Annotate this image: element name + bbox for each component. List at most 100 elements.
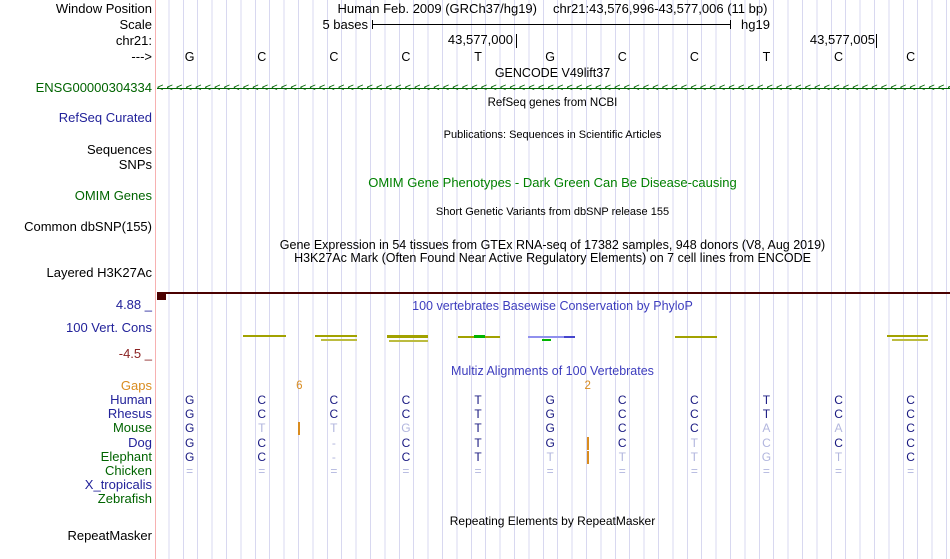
phylop-title[interactable]: 100 vertebrates Basewise Conservation by… <box>412 299 693 313</box>
track-label-x-tropicalis[interactable]: X_tropicalis <box>84 477 152 492</box>
alignment-gap-count: 6 <box>296 380 303 392</box>
conservation-mark <box>321 339 357 341</box>
alignment-base: T <box>474 407 482 421</box>
track-label-dog[interactable]: Dog <box>128 435 152 450</box>
track-label-rhesus[interactable]: Rhesus <box>107 406 152 421</box>
scale-value: 5 bases <box>322 17 368 32</box>
alignment-base: C <box>329 393 339 407</box>
coordinate-label: 43,577,005 <box>809 32 875 47</box>
reference-base: C <box>617 50 627 64</box>
alignment-base: = <box>907 464 915 478</box>
alignment-base: G <box>545 407 555 421</box>
alignment-base: A <box>834 421 843 435</box>
alignment-base: T <box>762 407 771 421</box>
grid-lines <box>155 0 950 559</box>
alignment-base: C <box>690 407 699 421</box>
position-marker-line <box>155 0 156 559</box>
h3k27ac-title[interactable]: H3K27Ac Mark (Often Found Near Active Re… <box>294 251 811 265</box>
conservation-mark <box>243 335 286 337</box>
track-label-vert-cons[interactable]: 100 Vert. Cons <box>66 320 152 335</box>
alignment-gap-bar <box>586 451 589 464</box>
track-label-scale: Scale <box>119 17 152 32</box>
h3k27ac-baseline <box>157 292 950 294</box>
track-label-phylop-min: -4.5 _ <box>118 346 152 361</box>
alignment-base: = <box>618 464 626 478</box>
coordinate-tick <box>516 34 517 48</box>
reference-base: T <box>762 50 771 64</box>
alignment-base: = <box>402 464 410 478</box>
gene-body-line[interactable] <box>157 88 950 89</box>
conservation-mark <box>542 339 551 341</box>
track-label-sequences[interactable]: Sequences <box>86 142 152 157</box>
track-label-elephant[interactable]: Elephant <box>100 449 152 464</box>
alignment-base: C <box>257 436 267 450</box>
alignment-base: = <box>690 464 698 478</box>
alignment-gap-bar <box>586 437 589 450</box>
alignment-base: T <box>618 450 626 464</box>
refseq-title[interactable]: RefSeq genes from NCBI <box>487 97 618 109</box>
multiz-title[interactable]: Multiz Alignments of 100 Vertebrates <box>451 364 654 378</box>
track-label-zebrafish[interactable]: Zebrafish <box>97 491 152 506</box>
coordinate-tick <box>876 34 877 48</box>
alignment-base: - <box>331 436 336 450</box>
reference-base: C <box>834 50 844 64</box>
alignment-base: = <box>258 464 266 478</box>
alignment-base: T <box>762 393 771 407</box>
reference-base: C <box>689 50 699 64</box>
track-label-refseq-curated[interactable]: RefSeq Curated <box>58 110 152 125</box>
track-label-mouse[interactable]: Mouse <box>112 420 152 435</box>
track-label-repeatmasker[interactable]: RepeatMasker <box>67 528 152 543</box>
track-label-strand: ---> <box>131 49 152 64</box>
conservation-mark <box>474 335 485 338</box>
conservation-mark <box>387 335 428 338</box>
track-label-human[interactable]: Human <box>110 392 152 407</box>
track-label-chrom: chr21: <box>115 33 152 48</box>
alignment-base: T <box>474 421 482 435</box>
alignment-base: C <box>617 407 627 421</box>
alignment-base: = <box>762 464 770 478</box>
browser-position-title: Human Feb. 2009 (GRCh37/hg19) chr21:43,5… <box>155 2 950 16</box>
alignment-base: C <box>690 393 699 407</box>
reference-base: C <box>906 50 916 64</box>
track-label-layered-h3k27ac[interactable]: Layered H3K27Ac <box>46 265 152 280</box>
alignment-base: C <box>617 436 627 450</box>
alignment-base: C <box>257 393 267 407</box>
gencode-title[interactable]: GENCODE V49lift37 <box>494 66 611 80</box>
repeatmasker-title[interactable]: Repeating Elements by RepeatMasker <box>449 514 656 528</box>
alignment-gap-count: 2 <box>584 380 591 392</box>
alignment-base: C <box>401 450 411 464</box>
conservation-mark <box>315 335 357 337</box>
track-label-omim-genes[interactable]: OMIM Genes <box>74 188 152 203</box>
scale-ruler-tick <box>730 20 731 29</box>
alignment-base: = <box>546 464 554 478</box>
alignment-base: G <box>184 407 195 421</box>
track-label-common-dbsnp[interactable]: Common dbSNP(155) <box>24 219 152 234</box>
alignment-base: G <box>545 393 555 407</box>
alignment-base: G <box>545 436 555 450</box>
track-label-snps[interactable]: SNPs <box>118 157 152 172</box>
reference-base: G <box>184 50 195 64</box>
track-label-phylop-max: 4.88 _ <box>115 297 152 312</box>
track-label-gencode-gene[interactable]: ENSG00000304334 <box>35 80 152 95</box>
track-label-gaps[interactable]: Gaps <box>120 378 152 393</box>
alignment-base: - <box>331 450 336 464</box>
dbsnp-title[interactable]: Short Genetic Variants from dbSNP releas… <box>435 206 670 218</box>
alignment-base: T <box>258 421 266 435</box>
track-label-chicken[interactable]: Chicken <box>105 463 152 478</box>
alignment-base: C <box>401 393 411 407</box>
alignment-base: C <box>690 421 699 435</box>
conservation-mark <box>675 336 717 338</box>
publications-title[interactable]: Publications: Sequences in Scientific Ar… <box>443 129 662 141</box>
alignment-base: C <box>906 407 915 421</box>
conservation-mark <box>528 336 575 338</box>
conservation-mark <box>892 339 928 341</box>
gene-direction-arrows[interactable]: <<<<<<<<<<<<<<<<<<<<<<<<<<<<<<<<<<<<<<<<… <box>157 82 950 94</box>
scale-ruler <box>372 24 731 25</box>
omim-title[interactable]: OMIM Gene Phenotypes - Dark Green Can Be… <box>368 175 737 190</box>
alignment-base: C <box>834 407 843 421</box>
alignment-base: C <box>906 421 915 435</box>
alignment-base: C <box>617 393 627 407</box>
gtex-title[interactable]: Gene Expression in 54 tissues from GTEx … <box>279 238 826 252</box>
alignment-base: = <box>835 464 843 478</box>
